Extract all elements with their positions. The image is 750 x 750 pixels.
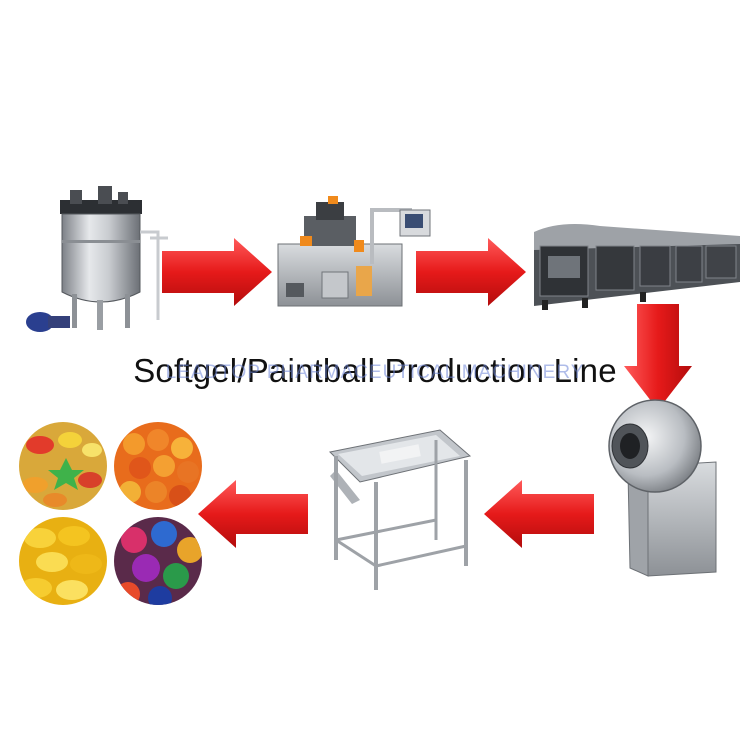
flow-arrow-4 [484,480,594,548]
page-title: Softgel/Paintball Production Line [133,352,617,389]
watermark-text: LEADTOP PHARMACEUTICAL MACHINERY [165,362,585,383]
flow-arrow-2 [416,238,526,306]
drying-tunnel-icon [534,224,740,310]
flow-arrow-5 [198,480,308,548]
flow-arrow-3 [624,304,692,410]
jacketed-tank-icon [26,186,168,332]
capsules-icon [19,422,202,605]
orange-balls-photo [114,422,202,510]
softgel-assortment-photo [19,422,107,510]
paintballs-photo [114,517,202,605]
coating-pan-icon [608,399,717,577]
flow-arrow-1 [162,238,272,306]
inspection-table-icon [328,429,472,590]
softgel-encapsulator-icon [277,196,431,307]
yellow-softgels-photo [19,517,107,605]
